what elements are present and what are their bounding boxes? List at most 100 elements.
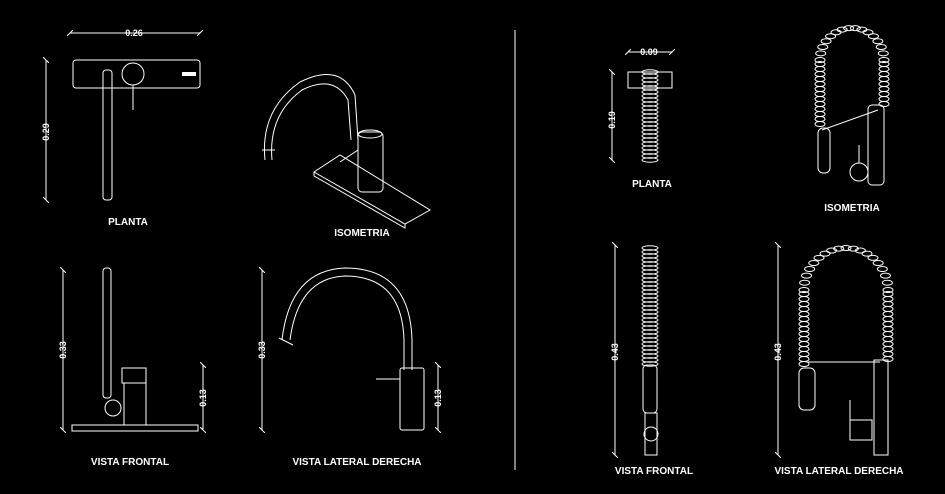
- coil-loop: [878, 57, 890, 63]
- right-planta-label: PLANTA: [632, 179, 672, 190]
- right-lateral-view: 0.43 VISTA LATERAL DERECHA: [773, 245, 904, 477]
- right-frontal-handle: [643, 426, 659, 442]
- coil-loop: [876, 266, 888, 272]
- coil-loop: [878, 76, 890, 82]
- coil-loop: [882, 287, 894, 293]
- left-lateral-spout-inner: [289, 275, 405, 370]
- coil-loop: [882, 301, 894, 307]
- left-iso-deck-edge: [313, 172, 406, 229]
- left-isometria-view: ISOMETRIA: [262, 74, 431, 239]
- coil-loop: [849, 25, 861, 32]
- coil-loop: [798, 356, 810, 362]
- right-lateral-label: VISTA LATERAL DERECHA: [774, 466, 903, 477]
- left-planta-height-dim: 0.29: [41, 123, 51, 141]
- coil-loop: [814, 96, 826, 102]
- coil-loop: [641, 157, 659, 163]
- coil-loop: [878, 81, 890, 87]
- coil-loop: [817, 43, 829, 50]
- left-planta-width-dim: 0.26: [125, 28, 143, 38]
- right-frontal-height-dim: 0.43: [610, 343, 620, 361]
- coil-loop: [879, 272, 891, 279]
- left-frontal-body: [123, 382, 147, 426]
- right-lateral-sprayer: [798, 367, 816, 411]
- coil-loop: [882, 336, 894, 342]
- left-iso-deck-plate: [313, 154, 431, 225]
- left-planta-handle-base: [121, 62, 145, 86]
- left-iso-lever: [339, 149, 359, 163]
- coil-loop: [815, 50, 827, 57]
- right-frontal-view: 0.43 VISTA FRONTAL: [610, 245, 693, 477]
- coil-loop: [798, 326, 810, 332]
- coil-loop: [808, 260, 820, 267]
- coil-loop: [882, 296, 894, 302]
- coil-loop: [878, 66, 890, 72]
- left-frontal-deck-plate: [71, 424, 199, 432]
- coil-loop: [878, 96, 890, 102]
- coil-loop: [882, 326, 894, 332]
- coil-loop: [881, 279, 893, 286]
- coil-loop: [878, 86, 890, 92]
- coil-loop: [798, 301, 810, 307]
- left-lateral-body: [399, 367, 425, 431]
- right-iso-column: [867, 104, 885, 186]
- coil-loop: [814, 106, 826, 112]
- right-planta-view: 0.09 0.19 PLANTA: [607, 47, 672, 190]
- coil-loop: [882, 321, 894, 327]
- left-lateral-view: 0.33 0.13 VISTA LATERAL DERECHA: [257, 268, 443, 468]
- left-isometria-label: ISOMETRIA: [334, 228, 390, 239]
- coil-loop: [798, 331, 810, 337]
- coil-loop: [798, 296, 810, 302]
- coil-loop: [819, 250, 831, 257]
- right-planta-spring: [641, 69, 659, 163]
- coil-loop: [814, 111, 826, 117]
- coil-loop: [882, 311, 894, 317]
- left-frontal-label: VISTA FRONTAL: [91, 457, 169, 468]
- left-lateral-base-dim: 0.13: [433, 389, 443, 407]
- coil-loop: [641, 361, 659, 367]
- coil-loop: [798, 316, 810, 322]
- left-lateral-spout-outer: [281, 267, 413, 370]
- coil-loop: [825, 33, 837, 40]
- coil-loop: [814, 101, 826, 107]
- coil-loop: [878, 91, 890, 97]
- coil-loop: [875, 43, 887, 50]
- coil-loop: [840, 245, 852, 251]
- left-lateral-height-dim: 0.33: [257, 341, 267, 359]
- right-isometria-label: ISOMETRIA: [824, 203, 880, 214]
- coil-loop: [847, 245, 859, 252]
- coil-loop: [872, 38, 884, 45]
- right-iso-arm: [821, 109, 879, 131]
- coil-loop: [882, 306, 894, 312]
- left-iso-spout-outer: [263, 74, 359, 161]
- right-planta-width-dim: 0.09: [640, 47, 658, 57]
- right-iso-spring: [814, 25, 890, 127]
- left-iso-spout-inner: [271, 83, 352, 161]
- coil-loop: [798, 287, 810, 293]
- coil-loop: [798, 306, 810, 312]
- coil-loop: [814, 71, 826, 77]
- left-frontal-joint: [104, 399, 122, 417]
- coil-loop: [867, 33, 879, 40]
- coil-loop: [814, 121, 826, 127]
- coil-loop: [878, 71, 890, 77]
- coil-loop: [877, 50, 889, 57]
- right-planta-height-dim: 0.19: [607, 111, 617, 129]
- left-lateral-aerator: [278, 337, 294, 346]
- right-iso-sprayer: [817, 127, 831, 174]
- coil-loop: [801, 272, 813, 279]
- left-frontal-height-dim: 0.33: [58, 341, 68, 359]
- coil-loop: [861, 250, 873, 257]
- left-frontal-view: 0.33 0.13 VISTA FRONTAL: [58, 268, 208, 468]
- left-frontal-spout: [102, 267, 112, 399]
- coil-loop: [882, 331, 894, 337]
- left-planta-view: 0.26 0.29 PLANTA: [41, 28, 200, 228]
- coil-loop: [814, 66, 826, 72]
- coil-loop: [872, 260, 884, 267]
- coil-loop: [882, 316, 894, 322]
- right-lateral-height-dim: 0.43: [773, 343, 783, 361]
- coil-loop: [867, 254, 879, 261]
- left-lateral-label: VISTA LATERAL DERECHA: [292, 457, 421, 468]
- coil-loop: [798, 351, 810, 357]
- right-isometria-view: ISOMETRIA: [814, 25, 890, 214]
- coil-loop: [882, 351, 894, 357]
